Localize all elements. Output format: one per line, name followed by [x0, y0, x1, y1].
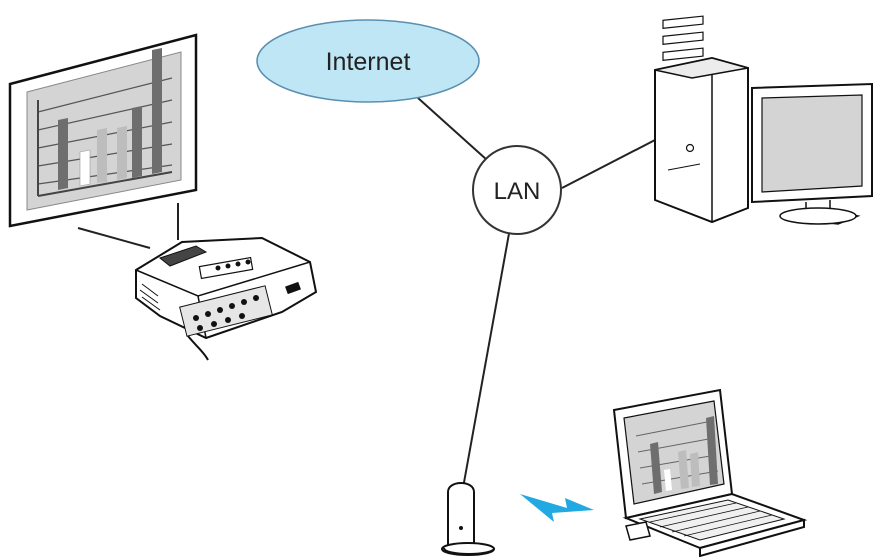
internet-node: Internet: [256, 19, 480, 103]
lan-node: LAN: [472, 145, 562, 235]
internet-ellipse: [256, 19, 480, 103]
wireless-signal-icon: [520, 494, 594, 522]
connections: [77, 97, 656, 489]
link-lan-desktop: [561, 139, 656, 189]
projection-screen-icon: [8, 33, 198, 228]
laptop-icon: [612, 388, 808, 557]
link-lan-access-point: [462, 227, 511, 489]
wireless-access-point-icon: [441, 482, 495, 556]
lan-label: LAN: [494, 178, 541, 205]
link-internet-lan: [417, 97, 488, 161]
desktop-pc-icon: [654, 15, 873, 225]
projector-icon: [135, 236, 318, 361]
internet-label: Internet: [326, 48, 411, 76]
lan-circle: [472, 145, 562, 235]
link-screen-projector-left: [77, 227, 151, 249]
